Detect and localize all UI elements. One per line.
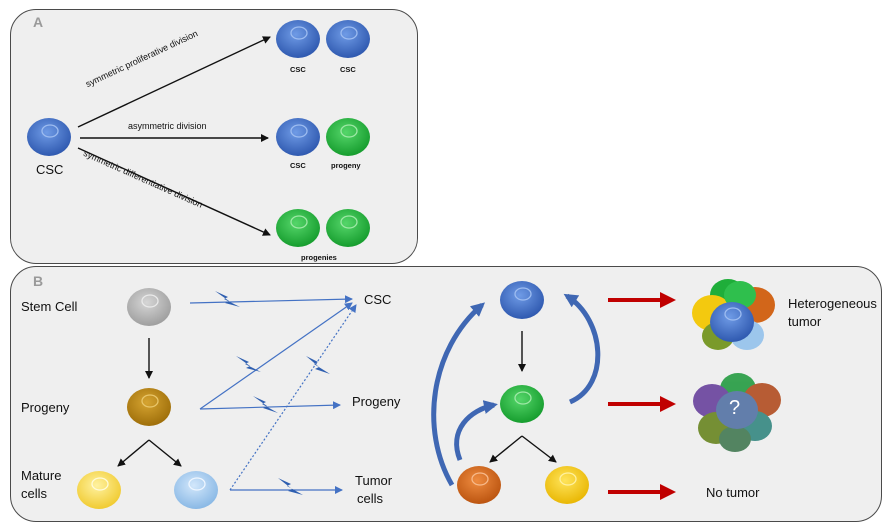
label-target-csc: CSC: [364, 292, 392, 307]
arrow-progeny-to-orange: [489, 435, 523, 463]
label-progeny-left: Progeny: [21, 400, 70, 415]
cell-yellow-b: [545, 466, 589, 504]
cell-orange: [457, 466, 501, 504]
label-csc-source: CSC: [36, 162, 64, 177]
label-stem-cell: Stem Cell: [21, 299, 78, 314]
cell-progeny-a2: [276, 209, 320, 247]
label-tumor-line2: cells: [357, 491, 384, 506]
cell-progeny-a3: [326, 209, 370, 247]
lightning-icon: [236, 356, 261, 372]
arrow-progeny-to-progeny: [199, 401, 341, 410]
question-mark: ?: [729, 397, 741, 419]
heterogeneous-tumor-cluster: [692, 279, 775, 350]
cell-mature-lightblue: [174, 471, 218, 509]
label-csc-a3: CSC: [290, 161, 306, 170]
arrow-stem-to-csc: [189, 295, 353, 304]
lightning-icon: [253, 396, 278, 413]
arrow-mature-to-csc-dotted: [229, 304, 357, 491]
label-heterogeneous-line1: Heterogeneous: [788, 296, 877, 311]
lightning-icon: [215, 291, 240, 307]
arrow-progeny-to-mature-left: [117, 439, 150, 467]
label-asymmetric: asymmetric division: [128, 121, 207, 131]
question-tumor-cluster: [693, 373, 781, 452]
curved-arrow-progeny-to-csc: [563, 293, 601, 405]
label-mature-line2: cells: [21, 486, 48, 501]
label-heterogeneous-line2: tumor: [788, 314, 822, 329]
cell-progeny-a: [326, 118, 370, 156]
panel-b-label: B: [33, 273, 44, 289]
cell-csc-a1: [276, 20, 320, 58]
cell-stem: [127, 288, 171, 326]
cell-csc-a3: [276, 118, 320, 156]
lightning-icon: [306, 356, 330, 374]
label-csc-a1: CSC: [290, 65, 306, 74]
curved-arrow-orange-to-csc: [431, 302, 486, 487]
arrow-symmetric-proliferative: [77, 36, 271, 128]
arrow-progeny-to-csc: [199, 302, 353, 410]
cell-csc-source: [27, 118, 71, 156]
curved-arrow-orange-to-progeny: [454, 400, 498, 461]
lightning-icons: [215, 291, 330, 495]
arrow-progeny-to-mature-right: [148, 439, 182, 467]
label-target-progeny: Progeny: [352, 394, 401, 409]
label-csc-a2: CSC: [340, 65, 356, 74]
arrow-progeny-to-yellow: [521, 435, 557, 463]
cell-csc-b: [500, 281, 544, 319]
panel-a-label: A: [33, 14, 44, 30]
label-progeny-a: progeny: [331, 161, 361, 170]
label-no-tumor: No tumor: [706, 485, 760, 500]
label-tumor-line1: Tumor: [355, 473, 393, 488]
cell-progeny-brown: [127, 388, 171, 426]
lightning-icon: [278, 478, 303, 495]
cell-mature-yellow: [77, 471, 121, 509]
label-progenies: progenies: [301, 253, 337, 262]
cell-csc-a2: [326, 20, 370, 58]
cell-progeny-b: [500, 385, 544, 423]
label-mature-line1: Mature: [21, 468, 62, 483]
arrow-symmetric-differentiative: [77, 147, 271, 236]
